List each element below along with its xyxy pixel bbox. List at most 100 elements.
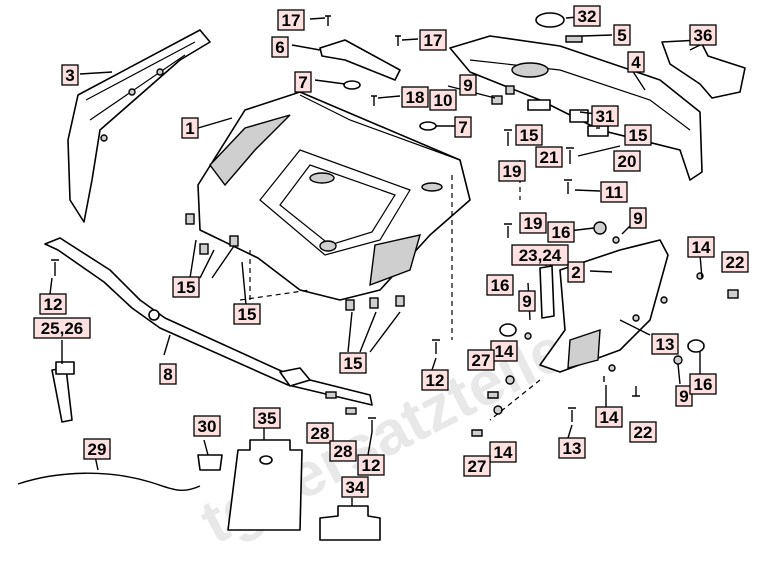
part-label: 15 [515, 124, 543, 146]
part-label-text: 22 [726, 253, 745, 272]
part-label: 9 [629, 207, 647, 229]
part-label-box [454, 116, 472, 138]
part-label-text: 29 [88, 440, 107, 459]
screw-icon [371, 95, 377, 106]
part-label: 17 [277, 9, 305, 31]
part-strap [51, 367, 73, 423]
part-label-text: 3 [65, 66, 74, 85]
assembly-line [239, 250, 311, 301]
part-label: 14 [490, 340, 518, 362]
part-label-text: 14 [692, 238, 711, 257]
part-label: 28 [329, 440, 357, 462]
part-label-text: 35 [258, 409, 277, 428]
screw-icon [395, 35, 401, 46]
part-label-text: 9 [633, 209, 642, 228]
part-label: 15 [624, 124, 652, 146]
part-frame-rail [44, 237, 440, 432]
part-label: 27 [463, 455, 491, 477]
part-label: 8 [159, 363, 177, 385]
part-label-box [595, 406, 623, 428]
part-label-box [689, 373, 717, 395]
part-label-box [421, 369, 449, 391]
part-label-text: 30 [198, 417, 217, 436]
part-label: 16 [689, 373, 717, 395]
part-label-box [629, 421, 657, 443]
part-label-text: 25,26 [41, 319, 84, 338]
part-label-box [721, 251, 749, 273]
part-cap [419, 121, 437, 131]
part-label: 19 [498, 160, 526, 182]
part-label-text: 9 [463, 76, 472, 95]
part-label-text: 19 [524, 214, 543, 233]
part-label-box [277, 9, 305, 31]
part-label-box [357, 454, 385, 476]
part-label-text: 5 [617, 26, 626, 45]
part-label: 31 [591, 105, 619, 127]
part-rear-body [185, 91, 471, 311]
part-label-text: 12 [44, 295, 63, 314]
part-label: 11 [600, 181, 628, 203]
part-label: 14 [687, 236, 715, 258]
part-nut [491, 95, 503, 105]
part-washer [499, 323, 517, 337]
part-label-box [613, 24, 631, 46]
part-cap [343, 80, 361, 90]
part-label-box [591, 105, 619, 127]
part-label-text: 14 [494, 443, 513, 462]
part-label: 7 [294, 71, 312, 93]
part-label-box [459, 74, 477, 96]
part-label: 12 [421, 369, 449, 391]
part-label: 15 [233, 303, 261, 325]
part-label-box [159, 363, 177, 385]
part-label: 7 [454, 116, 472, 138]
part-label-text: 14 [495, 342, 514, 361]
part-label-text: 27 [472, 351, 491, 370]
screw-icon [487, 391, 499, 399]
part-rear-top-panel [449, 35, 703, 181]
part-label: 35 [253, 407, 281, 429]
part-label: 30 [193, 415, 221, 437]
part-label: 14 [595, 406, 623, 428]
part-label: 19 [519, 212, 547, 234]
part-label-text: 32 [578, 7, 597, 26]
part-clamp [197, 454, 223, 471]
part-rear-pad [661, 39, 746, 99]
part-label: 29 [83, 438, 111, 460]
part-label-text: 6 [275, 38, 284, 57]
part-label: 4 [627, 51, 645, 73]
part-label-text: 12 [426, 371, 445, 390]
part-label-text: 7 [298, 73, 307, 92]
part-label-box [511, 244, 569, 266]
part-label-text: 15 [238, 305, 257, 324]
part-label-text: 10 [434, 91, 453, 110]
part-label-text: 13 [563, 439, 582, 458]
part-label: 13 [558, 437, 586, 459]
part-label-box [429, 89, 457, 111]
part-label-box [651, 333, 679, 355]
part-label-text: 11 [605, 183, 623, 202]
part-label-text: 13 [656, 335, 675, 354]
part-label: 9 [675, 385, 693, 407]
screw-icon [504, 129, 512, 146]
part-label: 32 [573, 5, 601, 27]
part-hole [259, 455, 273, 465]
part-label-text: 7 [458, 118, 467, 137]
part-label-box [401, 86, 429, 108]
part-label-box [172, 276, 200, 298]
part-label-text: 14 [600, 408, 619, 427]
part-label-box [675, 385, 693, 407]
part-label-text: 12 [362, 456, 381, 475]
part-label: 14 [489, 441, 517, 463]
part-nut [493, 405, 503, 415]
part-label-text: 18 [406, 88, 425, 107]
part-label-box [567, 261, 585, 283]
part-label-text: 36 [694, 26, 713, 45]
part-battery-box [227, 439, 303, 531]
part-label-box [329, 440, 357, 462]
part-label: 21 [535, 146, 563, 168]
part-label-text: 8 [163, 365, 172, 384]
part-label-text: 31 [596, 107, 615, 126]
part-label-text: 16 [694, 375, 713, 394]
